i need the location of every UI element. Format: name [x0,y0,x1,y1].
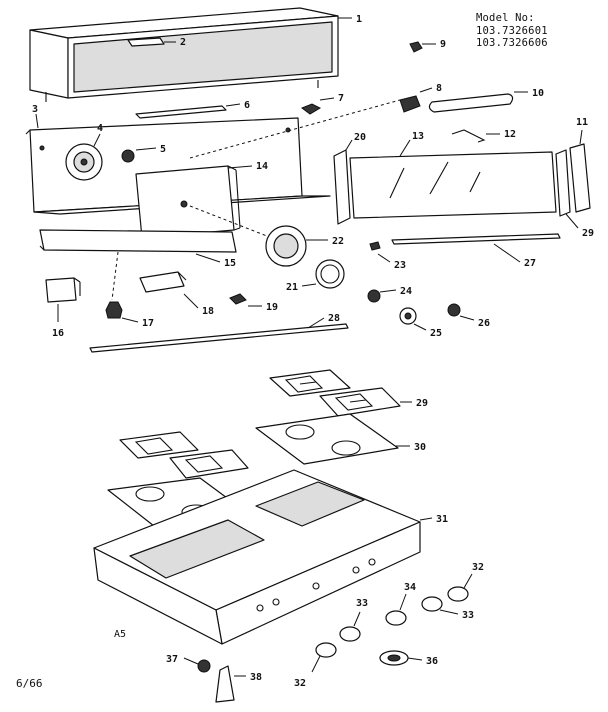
part-1-upper-cabinet: 1 [29,7,362,102]
model-number-2: 103.7326606 [476,37,548,49]
part-19-clip: 19 [229,293,278,313]
callout-3: 3 [32,104,38,115]
callout-30: 30 [414,442,426,453]
part-6-strip: 6 [135,100,250,119]
part-33-knob-left: 33 [339,598,368,642]
assembly-path-3 [111,251,119,301]
callout-33b: 33 [356,598,368,609]
callout-9: 9 [440,39,446,50]
callout-21: 21 [286,282,298,293]
part-14-timer-box: 14 [135,161,268,239]
callout-19: 19 [266,302,278,313]
part-13-glass: 13 [349,131,557,219]
part-27-rail: 27 [391,233,561,269]
callout-10: 10 [532,88,544,99]
part-4-clock: 4 [65,123,103,181]
part-5-switch: 5 [121,144,166,163]
callout-32a: 32 [472,562,484,573]
part-30-drip-tray: 30 [255,413,426,465]
part-15-channel: 15 [39,229,237,269]
part-7-bracket: 7 [300,93,344,115]
model-number-1: 103.7326601 [476,24,548,37]
callout-34: 34 [404,582,416,593]
callout-16: 16 [52,328,64,339]
part-22-dial: 22 [265,225,344,267]
callout-37: 37 [166,654,178,665]
callout-36: 36 [426,656,438,667]
part-29-right-trim: 29 [555,149,594,239]
part-11-end-trim: 11 [569,117,591,213]
assembly-path [189,99,401,159]
part-17-plug: 17 [105,301,154,329]
part-23-screw: 23 [369,241,406,271]
callout-29: 29 [416,398,428,409]
callout-7: 7 [338,93,344,104]
date-code: 6/66 [16,677,43,690]
assembly-path-2 [189,205,273,239]
part-32-knob-left: 32 [294,642,337,689]
panel-code: A5 [114,629,127,640]
part-21-knob-dial: 21 [286,259,345,293]
callout-24: 24 [400,286,412,297]
callout-18: 18 [202,306,214,317]
callout-28: 28 [328,313,340,324]
callout-8: 8 [436,83,442,94]
part-34-knob: 34 [385,582,416,626]
callout-29a: 29 [582,228,594,239]
part-left-grates [119,431,249,479]
callout-13: 13 [412,131,424,142]
part-8-socket: 8 [399,83,442,113]
callout-32b: 32 [294,678,306,689]
part-9-clip: 9 [409,39,446,53]
part-12-clip: 12 [451,129,516,143]
part-16-bracket: 16 [45,277,81,339]
callout-2: 2 [180,37,186,48]
part-18-housing: 18 [139,271,214,317]
callout-26: 26 [478,318,490,329]
part-2-handle: 2 [127,37,186,48]
part-36-ring: 36 [379,650,438,667]
part-24-knob: 24 [367,286,412,303]
model-label: Model No: [476,12,535,24]
callout-22: 22 [332,236,344,247]
part-32-knob-right: 32 [447,562,484,602]
callout-17: 17 [142,318,154,329]
callout-14: 14 [256,161,268,172]
part-25-knob: 25 [399,307,442,339]
callout-15: 15 [224,258,236,269]
callout-1: 1 [356,14,362,25]
callout-38: 38 [250,672,262,683]
part-33-knob-right: 33 [421,596,474,621]
callout-33a: 33 [462,610,474,621]
part-26-insert: 26 [447,303,490,329]
part-10-fluorescent-tube: 10 [428,88,544,113]
model-number-block: Model No: 103.7326601 103.7326606 [476,12,548,50]
callout-27: 27 [524,258,536,269]
callout-25: 25 [430,328,442,339]
callout-6: 6 [244,100,250,111]
part-29-grates: 29 [269,369,428,417]
callout-31: 31 [436,514,448,525]
part-37-grommet: 37 [166,654,211,673]
part-20-left-trim: 20 [333,132,366,225]
callout-12: 12 [504,129,516,140]
part-28-rod: 28 [89,313,349,353]
part-38-leg: 38 [215,665,262,703]
callout-11: 11 [576,117,588,128]
callout-5: 5 [160,144,166,155]
callout-23: 23 [394,260,406,271]
callout-4: 4 [97,123,103,134]
part-31-cooktop-frame: 31 [93,469,448,645]
callout-20: 20 [354,132,366,143]
